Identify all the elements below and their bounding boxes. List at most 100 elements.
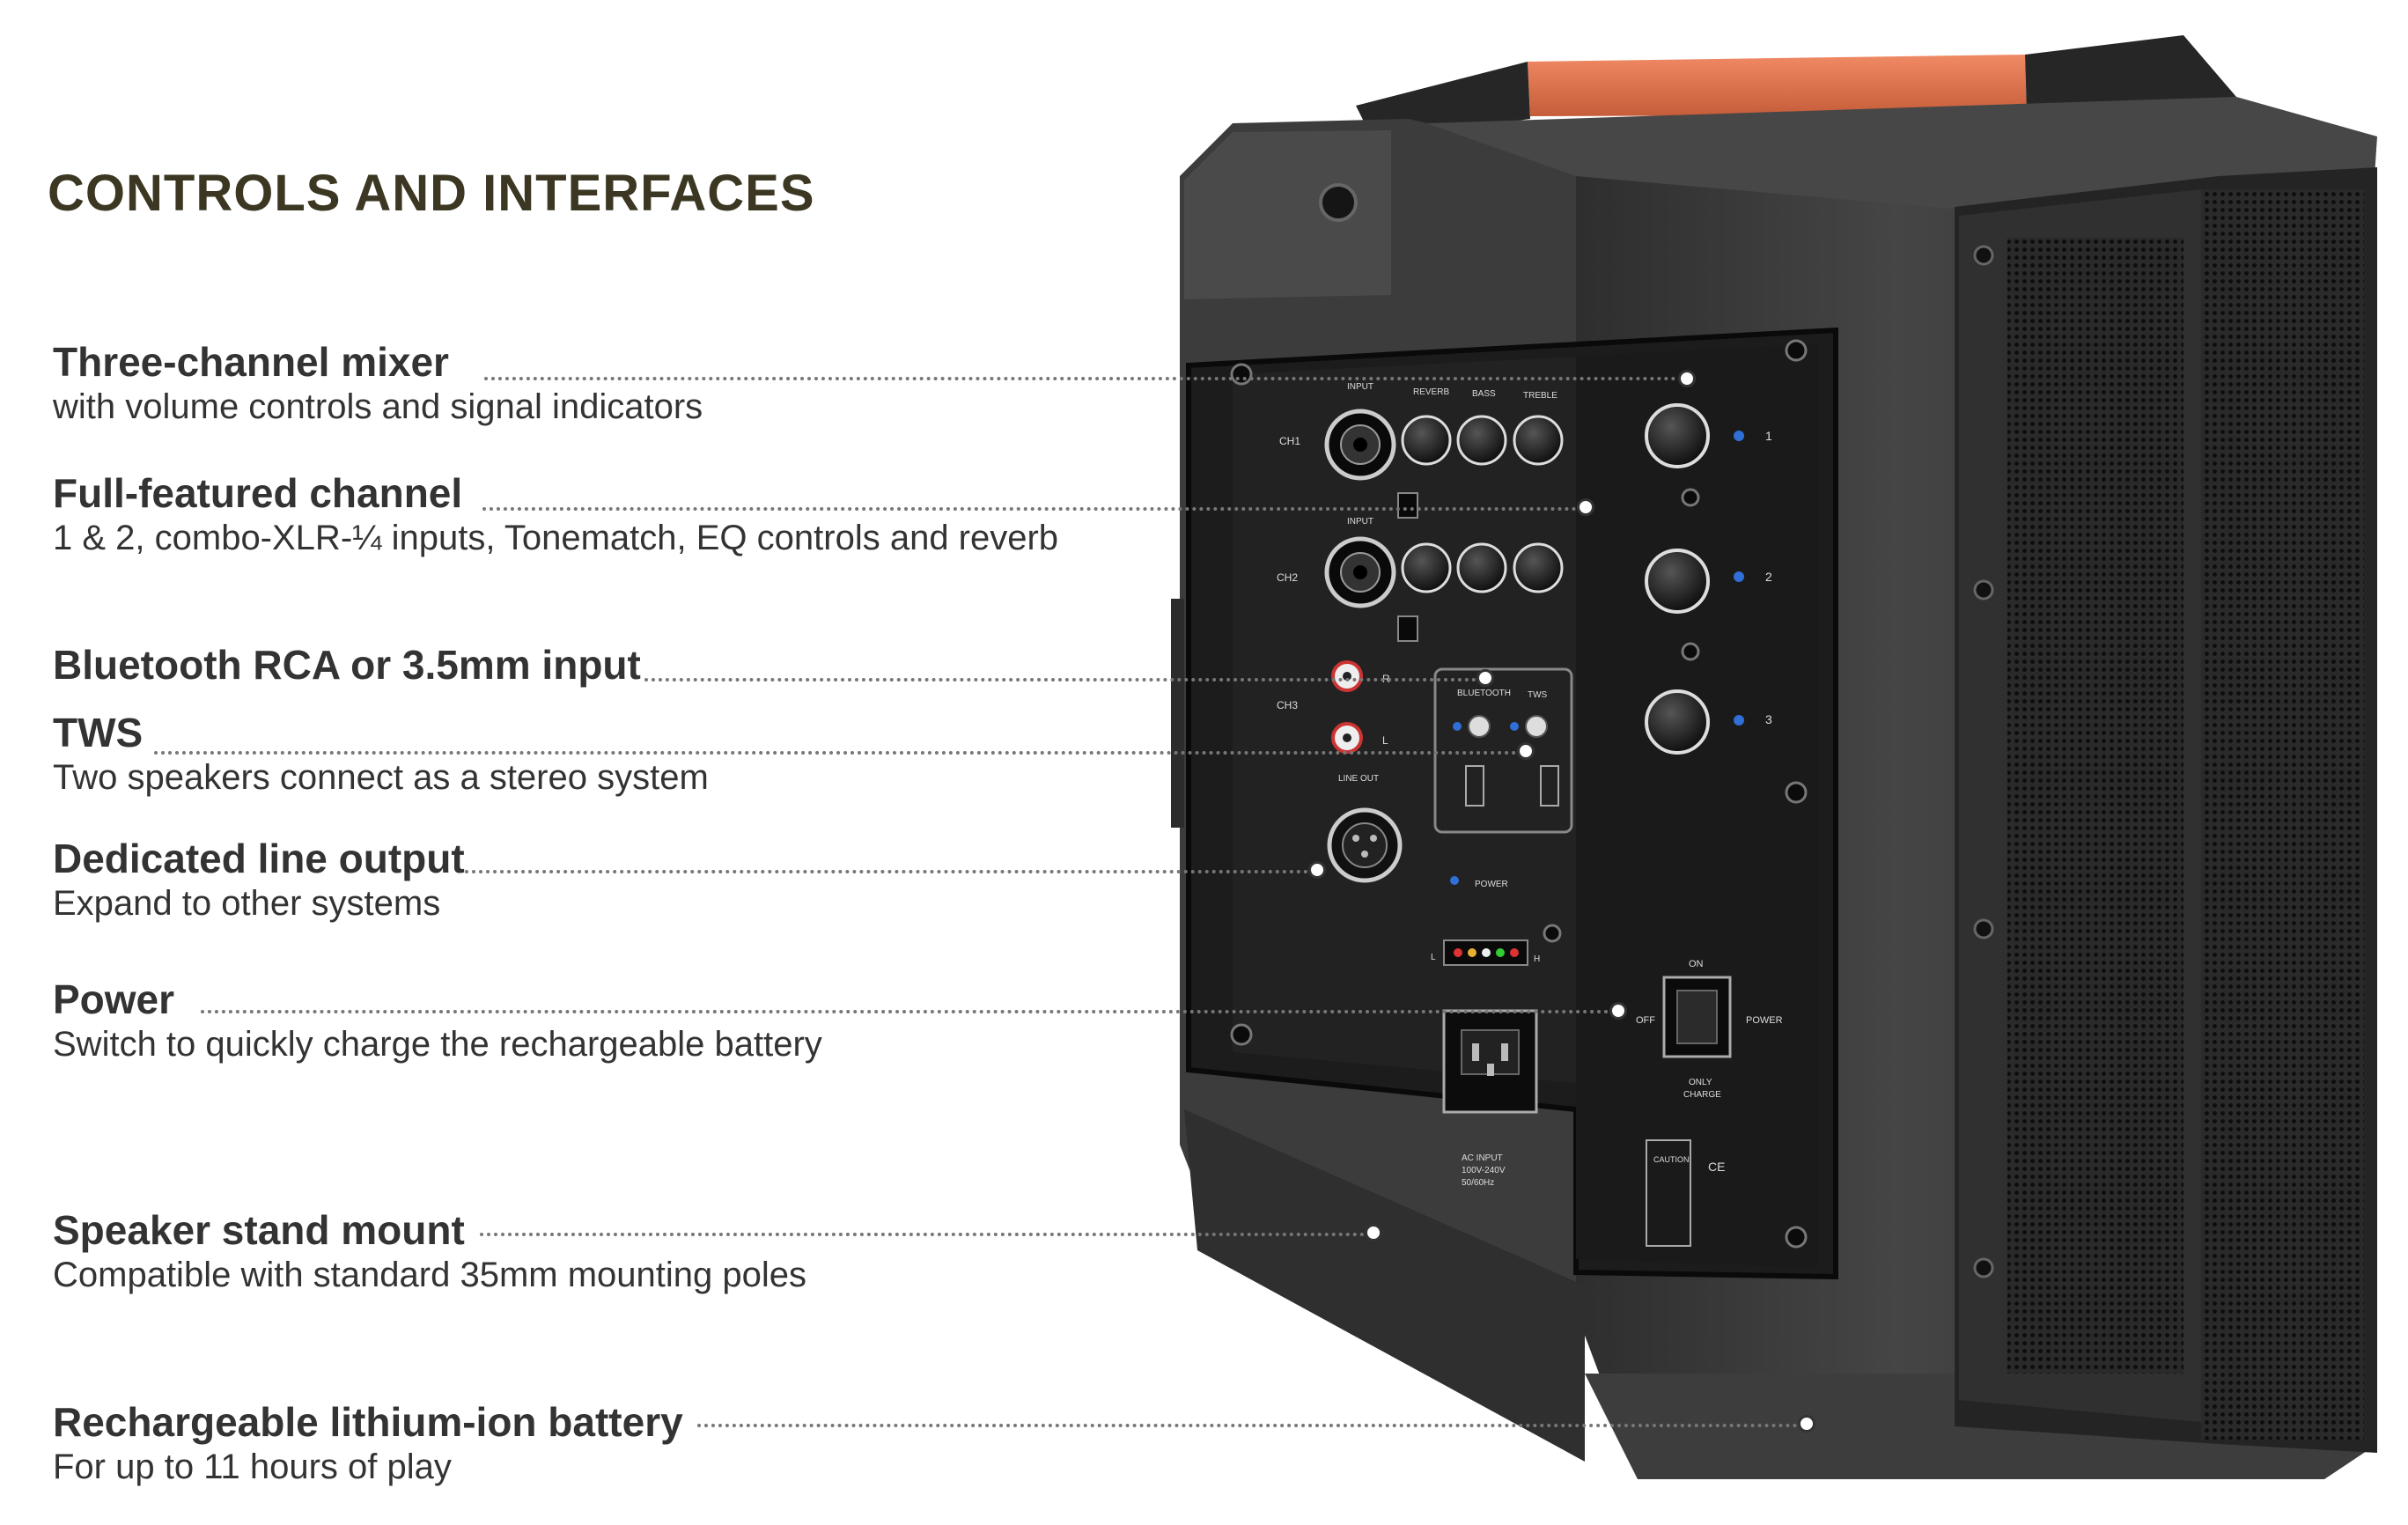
- ac-frequency-label: 50/60Hz: [1462, 1178, 1494, 1188]
- ch3-label: CH3: [1277, 699, 1298, 711]
- leader-line: [201, 1010, 1609, 1013]
- leader-line: [484, 377, 1676, 380]
- knob-icon: [1456, 542, 1507, 593]
- volume-knob-3: [1645, 689, 1710, 755]
- line-out-label: LINE OUT: [1338, 774, 1379, 784]
- side-grille-mesh: [2007, 238, 2183, 1374]
- knob-icon: [1401, 542, 1452, 593]
- bluetooth-label: BLUETOOTH: [1457, 689, 1511, 698]
- switch-only-label: ONLY: [1689, 1078, 1712, 1087]
- screw-icon: [1973, 245, 1994, 266]
- feature-title: Rechargeable lithium-ion battery: [53, 1399, 683, 1445]
- feature-title: Power: [53, 976, 175, 1022]
- treble-label: TREBLE: [1523, 391, 1557, 401]
- feature-description: Expand to other systems: [53, 884, 441, 923]
- feature-description: For up to 11 hours of play: [53, 1448, 452, 1486]
- screw-icon: [1543, 924, 1562, 943]
- volume-knob-2: [1645, 549, 1710, 614]
- screw-icon: [1973, 1257, 1994, 1278]
- led-icon: [1453, 722, 1462, 731]
- leader-line: [465, 870, 1308, 873]
- ch1-label: CH1: [1279, 435, 1300, 447]
- power-led-label: POWER: [1475, 880, 1508, 889]
- screw-icon: [1973, 918, 1994, 939]
- switch-on-label: ON: [1689, 959, 1704, 969]
- page-title: CONTROLS AND INTERFACES: [48, 165, 815, 222]
- feature-title: Bluetooth RCA or 3.5mm input: [53, 642, 641, 688]
- leader-line: [482, 507, 1577, 511]
- feature-description: 1 & 2, combo-XLR-¼ inputs, Tonematch, EQ…: [53, 519, 1059, 557]
- switch-off-label: OFF: [1636, 1015, 1655, 1026]
- leader-line: [480, 1233, 1365, 1236]
- caution-text: CAUTION: [1653, 1155, 1690, 1164]
- feature-description: Compatible with standard 35mm mounting p…: [53, 1256, 806, 1294]
- ch2-input-label: INPUT: [1347, 517, 1373, 527]
- screw-icon: [1230, 363, 1253, 386]
- led-icon: [1510, 722, 1519, 731]
- tonematch-switch: [1397, 615, 1418, 642]
- knob-icon: [1456, 415, 1507, 466]
- feature-dedicated-line-output: Dedicated line output Expand to other sy…: [53, 835, 465, 925]
- screw-icon: [1785, 781, 1808, 804]
- feature-three-channel-mixer: Three-channel mixer with volume controls…: [53, 338, 703, 428]
- feature-speaker-stand-mount: Speaker stand mount Compatible with stan…: [53, 1206, 806, 1296]
- feature-description: Switch to quickly charge the rechargeabl…: [53, 1025, 822, 1064]
- callout-dot: [1365, 1224, 1382, 1241]
- leader-line: [697, 1424, 1798, 1427]
- limit-led-3: [1734, 715, 1744, 726]
- feature-title: Full-featured channel: [53, 470, 463, 516]
- top-socket: [1319, 183, 1358, 222]
- screw-icon: [1785, 1226, 1808, 1249]
- switch-power-label: POWER: [1746, 1015, 1783, 1026]
- screw-icon: [1681, 488, 1700, 507]
- bass-label: BASS: [1472, 389, 1496, 399]
- feature-title: Dedicated line output: [53, 836, 465, 881]
- carry-handle: [1528, 55, 2027, 116]
- tonematch-switch: [1397, 492, 1418, 519]
- callout-dot: [1577, 498, 1594, 516]
- bluetooth-tws-box: [1433, 667, 1573, 834]
- ac-input-label: AC INPUT: [1462, 1153, 1503, 1163]
- ac-voltage-label: 100V-240V: [1462, 1166, 1506, 1175]
- rca-l-label: L: [1382, 734, 1388, 747]
- limit-led-1: [1734, 431, 1744, 441]
- feature-title: TWS: [53, 710, 144, 755]
- feature-rechargeable-battery: Rechargeable lithium-ion battery For up …: [53, 1398, 683, 1488]
- screw-icon: [1973, 579, 1994, 600]
- ch2-label: CH2: [1277, 571, 1298, 584]
- callout-dot: [1517, 742, 1535, 760]
- leader-line: [154, 751, 1517, 755]
- feature-bluetooth-rca-input: Bluetooth RCA or 3.5mm input: [53, 641, 641, 689]
- feature-description: Two speakers connect as a stereo system: [53, 758, 709, 797]
- meter-h-label: H: [1534, 954, 1540, 964]
- callout-dot: [1678, 370, 1696, 387]
- knob-icon: [1513, 542, 1564, 593]
- knob-icon: [1401, 415, 1452, 466]
- knob-icon: [1513, 415, 1564, 466]
- feature-full-featured-channel: Full-featured channel 1 & 2, combo-XLR-¼…: [53, 469, 1058, 559]
- screw-icon: [1230, 1023, 1253, 1046]
- feature-title: Speaker stand mount: [53, 1207, 465, 1253]
- feature-tws: TWS Two speakers connect as a stereo sys…: [53, 709, 709, 799]
- screw-icon: [1785, 339, 1808, 362]
- ch1-input-label: INPUT: [1347, 382, 1373, 392]
- ch-number-2: 2: [1765, 570, 1772, 584]
- callout-dot: [1798, 1415, 1815, 1433]
- leader-line: [644, 678, 1476, 681]
- ce-mark: CE: [1708, 1160, 1725, 1174]
- callout-dot: [1476, 669, 1494, 687]
- feature-power: Power Switch to quickly charge the recha…: [53, 976, 822, 1065]
- meter-l-label: L: [1431, 953, 1436, 962]
- ch-number-3: 3: [1765, 712, 1772, 726]
- volume-knob-1: [1645, 403, 1710, 468]
- switch-charge-label: CHARGE: [1683, 1090, 1721, 1100]
- screw-icon: [1681, 642, 1700, 661]
- ch-number-1: 1: [1765, 429, 1772, 443]
- feature-description: with volume controls and signal indicato…: [53, 387, 703, 426]
- limit-led-2: [1734, 571, 1744, 582]
- callout-dot: [1308, 861, 1326, 879]
- reverb-label: REVERB: [1413, 387, 1449, 397]
- caution-label: [1646, 1139, 1691, 1247]
- tws-button: [1525, 715, 1548, 738]
